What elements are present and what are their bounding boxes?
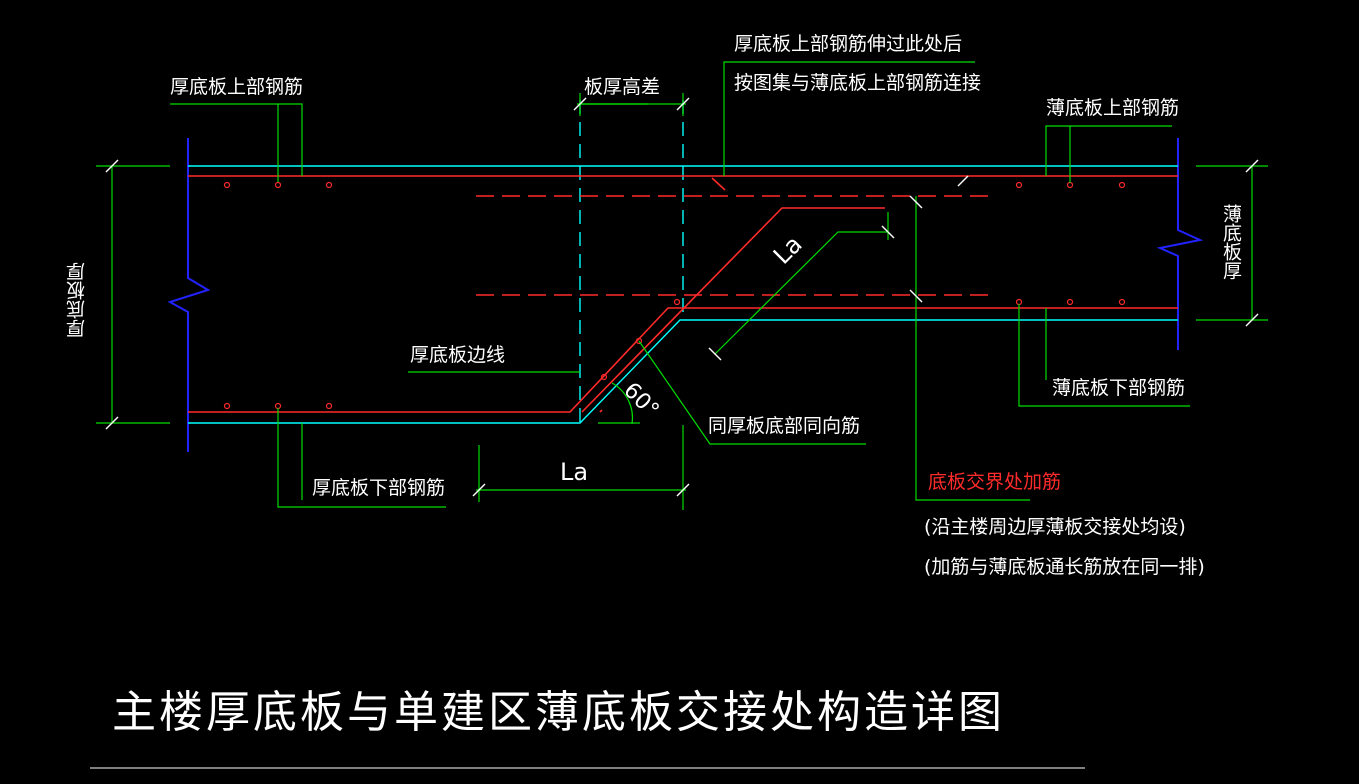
label-la-bottom: La (560, 458, 589, 486)
rebar-dot (223, 181, 231, 189)
rebar-dot (1066, 298, 1074, 306)
slab-bottom-outline (188, 319, 1178, 424)
label-thick-thickness: 厚底板厚 (66, 262, 88, 338)
rebar-dot (1015, 298, 1023, 306)
leader-thick-top-rebar (170, 103, 303, 176)
label-thick-top-rebar: 厚底板上部钢筋 (170, 76, 304, 98)
rebar-lines (188, 175, 1178, 413)
top-bend-tick (711, 177, 726, 191)
right-break-line (1156, 138, 1204, 350)
label-boundary-add-rebar: 底板交界处加筋 (928, 471, 1062, 493)
tick (1245, 159, 1259, 173)
rebar-dot (673, 298, 681, 306)
label-thin-thickness: 薄底板厚 (1220, 204, 1242, 280)
tick (573, 97, 587, 111)
leader-thick-bottom-rebar (277, 408, 446, 508)
leader-lines (96, 61, 1268, 510)
leader-boundary-add-rebar (915, 196, 1030, 501)
rebar-dot (274, 402, 282, 410)
tick (472, 483, 486, 497)
label-note2: (加筋与薄底板通长筋放在同一排) (924, 556, 1205, 578)
label-same-dir-rebar: 同厚板底部同向筋 (708, 415, 861, 437)
label-extend-line2: 按图集与薄底板上部钢筋连接 (734, 72, 982, 94)
tick (1245, 313, 1259, 327)
label-thick-edge-line: 厚底板边线 (410, 344, 506, 366)
rebar-dot (274, 181, 282, 189)
dim-la-slope-line (714, 231, 888, 355)
rebar-dot (600, 373, 608, 381)
leader-thin-top-rebar (1045, 125, 1172, 176)
tick (105, 159, 119, 173)
label-thin-top-rebar: 薄底板上部钢筋 (1046, 97, 1180, 119)
break-lines (167, 138, 1204, 452)
label-extend-line1: 厚底板上部钢筋伸过此处后 (734, 33, 963, 55)
label-note1: (沿主楼周边厚薄板交接处均设) (924, 516, 1186, 538)
rebar-dot (1118, 181, 1126, 189)
angle-arc (611, 382, 634, 425)
tick (909, 289, 923, 303)
dimension-ticks (105, 97, 1259, 497)
tick (957, 175, 969, 187)
tick (881, 225, 895, 239)
dashed-lines (476, 100, 995, 425)
slab-outline (188, 165, 1178, 424)
bent-add-rebar (599, 409, 603, 413)
tick (105, 416, 119, 430)
leader-extend (723, 61, 975, 176)
drawing-title: 主楼厚底板与单建区薄底板交接处构造详图 (112, 687, 1005, 738)
left-break-line (167, 138, 211, 452)
label-thickness-diff: 板厚高差 (584, 76, 661, 98)
tick (708, 347, 722, 361)
rebar-dot (1066, 181, 1074, 189)
thick-bottom-rebar-line (188, 307, 1178, 413)
rebar-dot (223, 402, 231, 410)
rebar-dot (1118, 298, 1126, 306)
rebar-dot (635, 337, 643, 345)
label-thick-bottom-rebar: 厚底板下部钢筋 (312, 477, 446, 499)
rebar-dot (325, 402, 333, 410)
leader-thin-bottom-rebar (1018, 304, 1190, 407)
label-thin-bottom-rebar: 薄底板下部钢筋 (1052, 377, 1186, 399)
rebar-dot (325, 181, 333, 189)
sloped-add-rebar (581, 207, 885, 413)
tick (676, 483, 690, 497)
rebar-dot (1015, 181, 1023, 189)
rebar-dots (223, 181, 1126, 410)
tick (909, 195, 923, 209)
leader-same-dir-rebar (638, 340, 866, 445)
tick (676, 97, 690, 111)
